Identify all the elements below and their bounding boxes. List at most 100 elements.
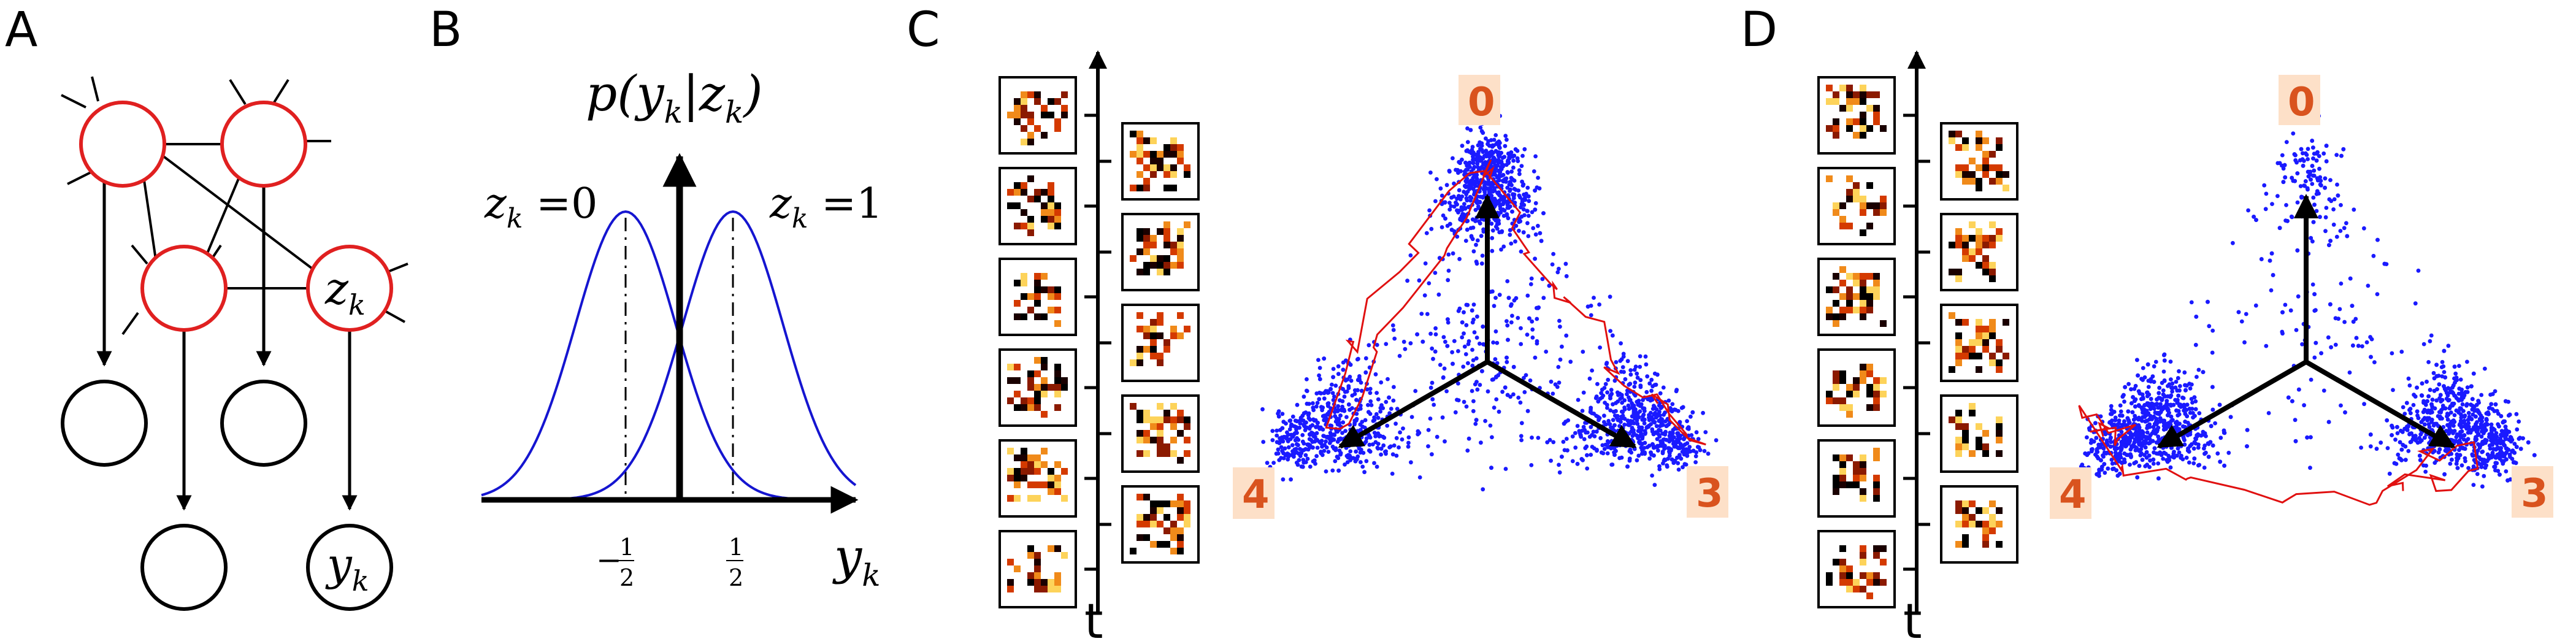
scatter-point — [1576, 397, 1581, 402]
scatter-point — [2510, 456, 2515, 461]
scatter-point — [2182, 370, 2187, 375]
scatter-point — [1368, 399, 1373, 404]
scatter-point — [2109, 422, 2114, 426]
scatter-point — [2177, 450, 2182, 455]
scatter-point — [1472, 164, 1477, 169]
scatter-point — [1373, 440, 1378, 445]
scatter-point — [1642, 421, 1647, 426]
scatter-point — [1327, 441, 1332, 445]
scatter-point — [1509, 169, 1514, 174]
scatter-point — [2427, 441, 2432, 445]
scatter-point — [2155, 397, 2160, 402]
scatter-point — [2457, 364, 2461, 368]
scatter-point — [1525, 332, 1530, 337]
scatter-point — [1636, 402, 1641, 407]
scatter-point — [1471, 302, 1476, 307]
scatter-point — [1519, 421, 1524, 426]
scatter-point — [1536, 223, 1540, 228]
scatter-point — [1582, 427, 1587, 432]
scatter-point — [2163, 425, 2168, 430]
scatter-point — [2421, 463, 2426, 468]
scatter-point — [2175, 453, 2180, 458]
scatter-point — [2187, 449, 2191, 454]
scatter-point — [1530, 335, 1535, 340]
scatter-point — [1372, 431, 1377, 435]
scatter-point — [2174, 380, 2179, 384]
scatter-point — [1452, 339, 1457, 343]
scatter-point — [1433, 332, 1438, 337]
scatter-point — [1481, 324, 1485, 329]
scatter-point — [2269, 288, 2274, 293]
scatter-point — [1364, 436, 1369, 441]
digit-thumbnail — [1121, 213, 1200, 291]
scatter-point — [1492, 217, 1497, 221]
scatter-point — [2441, 364, 2446, 369]
scatter-point — [1568, 359, 1573, 364]
scatter-point — [2191, 415, 2196, 420]
scatter-point — [1508, 232, 1512, 237]
scatter-point — [1346, 402, 1351, 407]
scatter-point — [1475, 161, 1480, 166]
scatter-point — [1681, 465, 1685, 470]
scatter-point — [2109, 435, 2113, 440]
scatter-point — [1660, 423, 1664, 427]
scatter-point — [2118, 445, 2123, 450]
scatter-point — [1430, 380, 1435, 385]
scatter-point — [2149, 397, 2153, 401]
scatter-point — [2395, 431, 2400, 435]
scatter-point — [1605, 451, 1610, 456]
scatter-point — [1587, 376, 1592, 381]
scatter-point — [2454, 435, 2459, 440]
scatter-point — [2231, 240, 2235, 245]
scatter-point — [1606, 377, 1611, 382]
scatter-point — [2396, 452, 2401, 457]
scatter-point — [1463, 160, 1468, 165]
scatter-point — [2390, 423, 2394, 428]
scatter-point — [1441, 213, 1446, 218]
scatter-point — [1625, 359, 1630, 364]
scatter-point — [2407, 408, 2412, 412]
scatter-point — [1643, 354, 1648, 359]
scatter-point — [1551, 440, 1556, 445]
scatter-point — [1500, 389, 1505, 394]
scatter-point — [1480, 253, 1485, 258]
scatter-points-d — [2079, 113, 2537, 489]
scatter-point — [1280, 412, 1285, 416]
scatter-point — [1550, 262, 1555, 267]
scatter-point — [2409, 411, 2413, 415]
scatter-point — [1609, 462, 1614, 467]
scatter-point — [1338, 452, 1343, 457]
scatter-point — [1590, 411, 1594, 415]
scatter-point — [2166, 453, 2171, 458]
scatter-point — [1336, 364, 1341, 369]
scatter-point — [2131, 395, 2136, 399]
scatter-point — [1673, 441, 1677, 446]
scatter-point — [1511, 364, 1516, 369]
scatter-point — [2333, 342, 2338, 347]
scatter-point — [1382, 435, 1387, 440]
scatter-point — [1570, 459, 1575, 464]
scatter-point — [1644, 362, 1649, 367]
scatter-point — [2398, 440, 2402, 445]
scatter-point — [2331, 207, 2336, 212]
scatter-point — [1629, 429, 1634, 434]
scatter-point — [2489, 422, 2494, 427]
scatter-point — [1593, 396, 1598, 401]
scatter-point — [2158, 402, 2163, 407]
scatter-point — [1563, 420, 1568, 424]
scatter-point — [1360, 420, 1365, 424]
scatter-point — [1694, 430, 1699, 435]
scatter-point — [1384, 449, 1389, 454]
scatter-point — [1628, 372, 1633, 377]
scatter-point — [2122, 393, 2126, 397]
scatter-point — [1419, 312, 1424, 316]
scatter-point — [1538, 231, 1543, 236]
scatter-point — [2442, 348, 2447, 353]
scatter-point — [2474, 402, 2479, 407]
scatter-point — [1664, 437, 1669, 442]
scatter-point — [2140, 434, 2145, 438]
scatter-point — [1509, 320, 1514, 324]
scatter-point — [2108, 444, 2113, 449]
scatter-point — [2127, 440, 2131, 445]
